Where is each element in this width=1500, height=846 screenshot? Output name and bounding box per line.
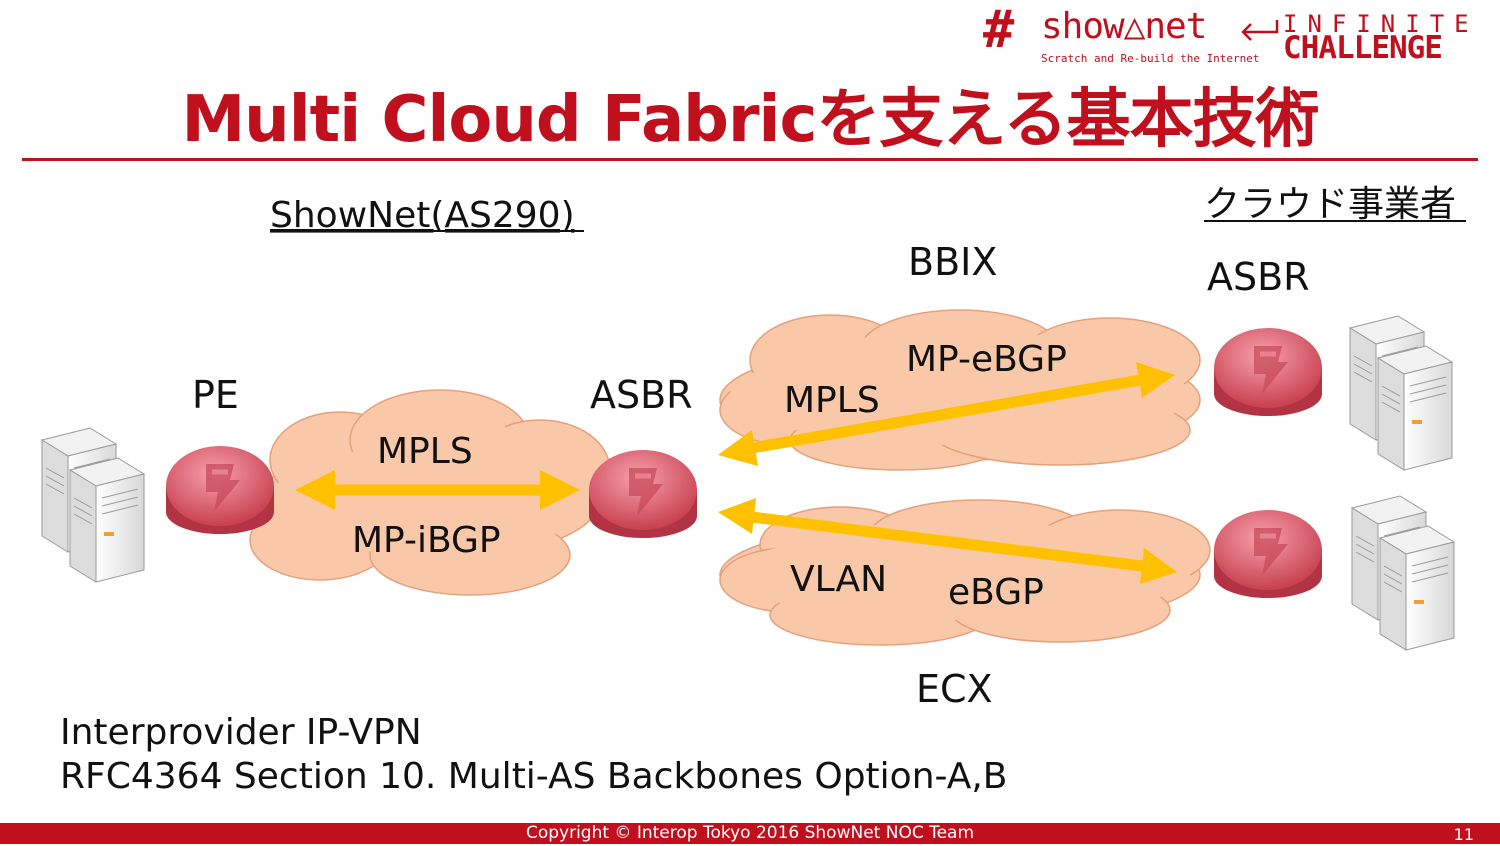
router-icon-pe <box>166 446 274 534</box>
logo-tagline: Scratch and Re-build the Internet <box>1041 52 1260 65</box>
logo-challenge: CHALLENGE <box>1283 30 1443 66</box>
mp-ibgp-label: MP-iBGP <box>352 520 501 561</box>
shownet-label: ShowNet(AS290) <box>270 195 575 236</box>
vlan-ebgp-arrow <box>718 498 1177 584</box>
router-icon-asbr-bbix <box>1214 328 1322 416</box>
router-icon-asbr-shownet <box>589 450 697 538</box>
asbr-cloud-label: ASBR <box>1207 255 1310 299</box>
router-icon-asbr-ecx <box>1214 510 1322 598</box>
server-icon-pe-front <box>69 457 145 583</box>
page-number: 11 <box>1453 825 1474 844</box>
bbix-mpls-label: MPLS <box>784 380 880 421</box>
ecx-label: ECX <box>916 667 993 711</box>
cloud-provider-label: クラウド事業者 <box>1204 184 1456 225</box>
bbix-label: BBIX <box>908 240 997 284</box>
server-icon-ecx-front <box>1379 525 1455 651</box>
slide-title: Multi Cloud Fabricを支える基本技術 <box>181 83 1319 157</box>
vlan-label: VLAN <box>790 559 887 600</box>
bbix-cloud <box>719 309 1201 471</box>
pe-label: PE <box>192 373 239 417</box>
showNet-logo: # show△net Scratch and Re-build the Inte… <box>975 0 1485 68</box>
return-arrow-icon <box>1241 20 1279 41</box>
title-divider <box>22 158 1478 161</box>
logo-infinite: INFINITE <box>1283 10 1479 38</box>
ebgp-label: eBGP <box>948 572 1044 613</box>
note-rfc: RFC4364 Section 10. Multi-AS Backbones O… <box>60 756 1008 797</box>
shownet-cloud <box>249 389 611 596</box>
footer-copyright: Copyright © Interop Tokyo 2016 ShowNet N… <box>525 823 975 843</box>
internal-mpls-label: MPLS <box>377 431 473 472</box>
note-interprovider: Interprovider IP-VPN <box>60 712 422 753</box>
asbr-shownet-label: ASBR <box>590 373 693 417</box>
mp-ebgp-arrow <box>718 362 1175 466</box>
footer-bar <box>0 823 1500 844</box>
logo-brand: show△net <box>1041 6 1207 47</box>
mp-ebgp-label: MP-eBGP <box>906 339 1067 380</box>
mpls-ibgp-arrow <box>295 470 580 510</box>
logo-hash: # <box>983 0 1015 60</box>
server-icon-bbix-front <box>1377 345 1453 471</box>
